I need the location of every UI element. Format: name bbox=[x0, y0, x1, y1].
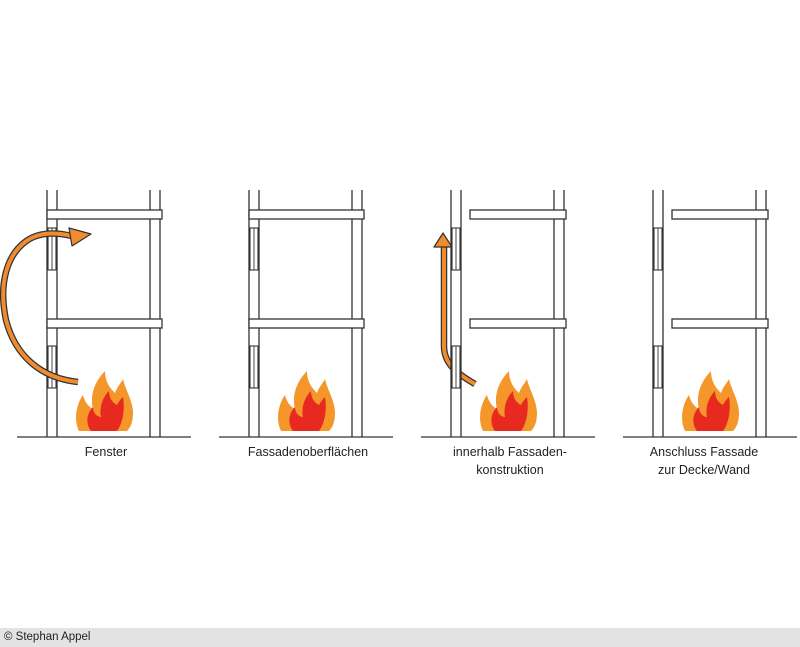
flame-inner bbox=[491, 391, 528, 431]
floor-slab bbox=[469, 318, 567, 329]
panel-surface bbox=[219, 190, 477, 438]
floor-slab bbox=[248, 209, 365, 220]
floor-slab bbox=[46, 209, 163, 220]
flame-inner bbox=[87, 391, 124, 431]
panel-joint bbox=[623, 190, 797, 438]
floor-slab bbox=[46, 318, 163, 329]
spread-arrow-icon bbox=[1, 231, 79, 384]
caption-line: innerhalb Fassaden- bbox=[453, 445, 567, 459]
floor-slab bbox=[469, 209, 567, 220]
floor-slab bbox=[671, 318, 769, 329]
image-credit: © Stephan Appel bbox=[0, 628, 800, 647]
caption-innerhalb-konstruktion: innerhalb Fassaden- konstruktion bbox=[410, 443, 610, 479]
caption-line: Fassadenoberflächen bbox=[247, 445, 369, 459]
flame-icon bbox=[278, 371, 335, 431]
flame-icon bbox=[76, 371, 133, 431]
caption-fassadenoberflaechen: Fassadenoberflächen bbox=[208, 443, 408, 461]
caption-fenster: Fenster bbox=[6, 443, 206, 461]
flame-icon bbox=[682, 371, 739, 431]
panel-construction bbox=[421, 190, 595, 438]
caption-anschluss: Anschluss Fassade zur Decke/Wand bbox=[604, 443, 800, 479]
spread-arrowhead bbox=[68, 227, 92, 247]
floor-slab bbox=[671, 209, 769, 220]
spread-arrowhead bbox=[433, 232, 453, 248]
caption-line: konstruktion bbox=[476, 463, 544, 477]
caption-line: Anschluss Fassade bbox=[649, 445, 759, 459]
fire-spread-diagram bbox=[0, 190, 797, 438]
flame-inner bbox=[693, 391, 730, 431]
panel-window bbox=[0, 190, 191, 438]
flame-inner bbox=[289, 391, 326, 431]
caption-line: zur Decke/Wand bbox=[658, 463, 750, 477]
floor-slab bbox=[248, 318, 365, 329]
caption-line: Fenster bbox=[84, 445, 128, 459]
spread-arrow-icon bbox=[442, 246, 476, 386]
flame-icon bbox=[480, 371, 537, 431]
